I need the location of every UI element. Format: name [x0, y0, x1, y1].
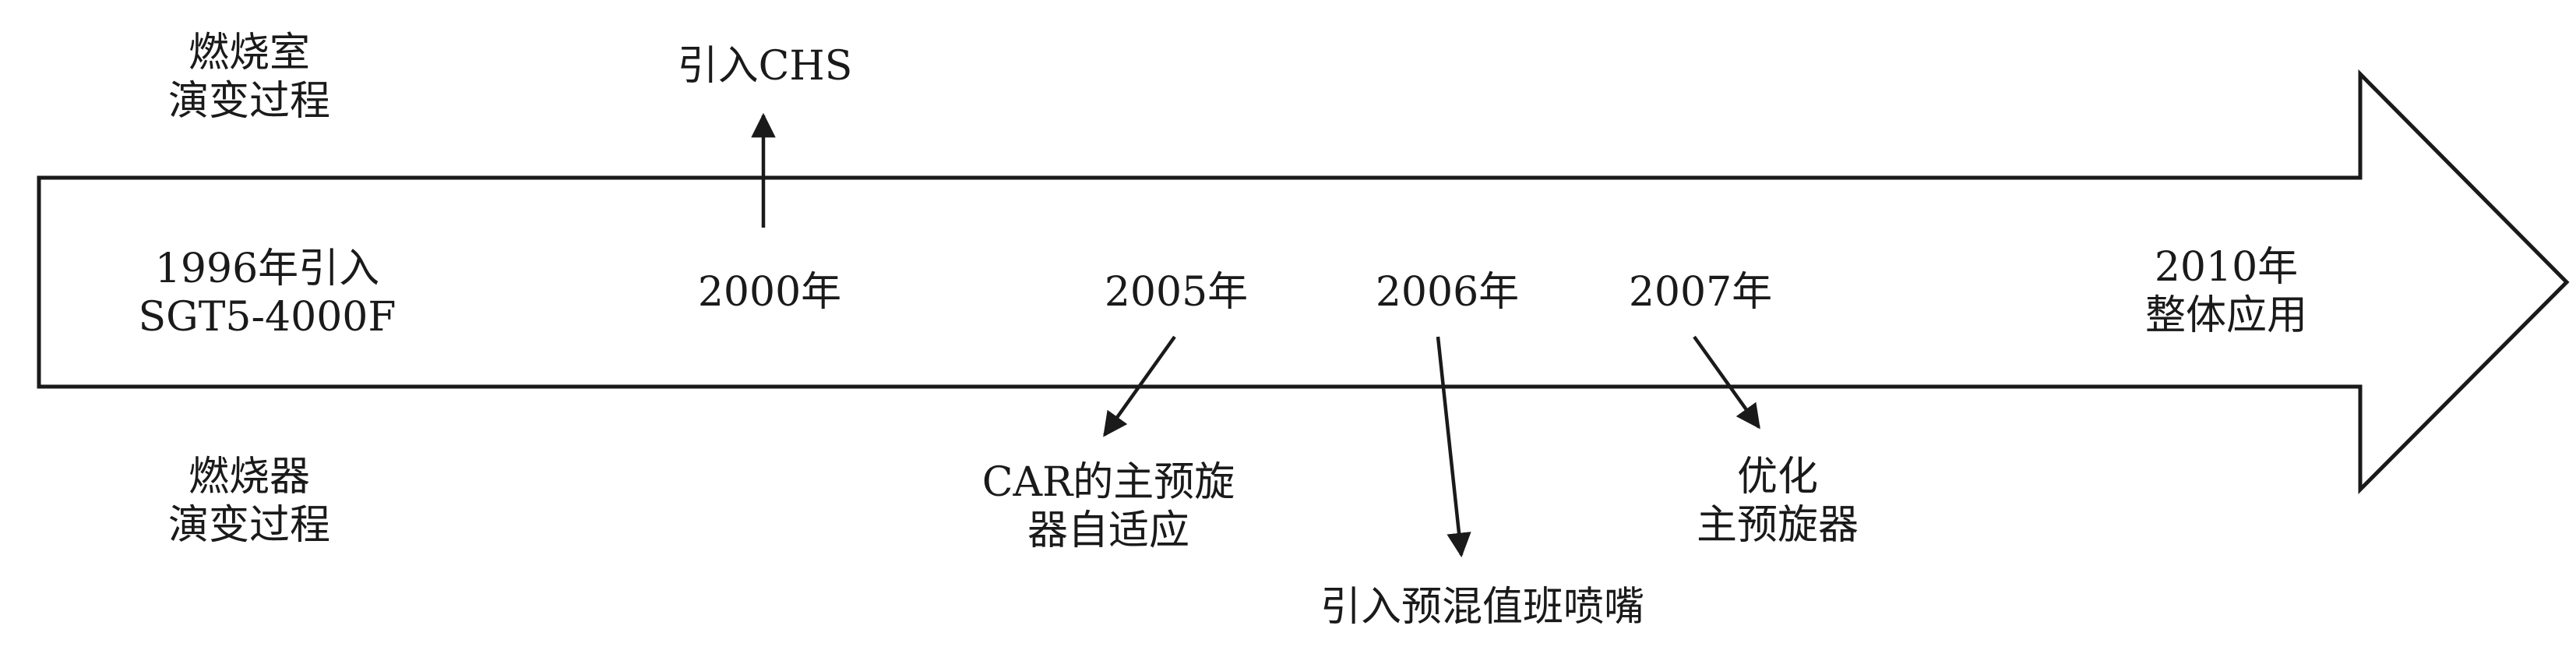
pointer-arrow-2005 [1103, 335, 1176, 437]
milestone-2010-line-2: 整体应用 [2144, 292, 2308, 339]
milestone-2010-line-1: 2010年 [2154, 244, 2299, 291]
event-burner-2007-line-2: 主预旋器 [1696, 502, 1859, 549]
milestone-2005: 2005年 [1104, 269, 1249, 316]
event-chamber-2000: 引入CHS [677, 43, 853, 90]
milestone-1996: 1996年引入 SGT5-4000F [139, 245, 396, 341]
milestone-2010: 2010年 整体应用 [2145, 243, 2307, 340]
burner-label: 燃烧器 演变过程 [168, 453, 330, 550]
burner-label-line-1: 燃烧器 [188, 454, 311, 500]
pointer-arrow-2007 [1693, 335, 1760, 430]
combustor-chamber-label-line-1: 燃烧室 [188, 30, 311, 76]
combustor-chamber-label: 燃烧室 演变过程 [168, 29, 330, 125]
event-burner-2007-line-1: 优化 [1736, 454, 1819, 500]
milestone-2000: 2000年 [697, 269, 842, 316]
milestone-1996-line-1: 1996年引入 [154, 246, 380, 292]
event-burner-2007: 优化 主预旋器 [1697, 453, 1859, 550]
timeline-arrow [37, 69, 2570, 495]
event-burner-2006: 引入预混值班喷嘴 [1320, 584, 1645, 631]
event-burner-2005: CAR的主预旋 器自适应 [982, 458, 1235, 555]
event-burner-2005-line-2: 器自适应 [1027, 507, 1189, 554]
pointer-arrow-2006 [1436, 336, 1471, 558]
combustor-chamber-label-line-2: 演变过程 [167, 78, 331, 125]
milestone-2007: 2007年 [1628, 269, 1773, 316]
milestone-1996-line-2: SGT5-4000F [138, 294, 396, 341]
event-burner-2005-line-1: CAR的主预旋 [981, 459, 1235, 506]
burner-label-line-2: 演变过程 [167, 502, 331, 549]
milestone-2006: 2006年 [1375, 269, 1520, 316]
